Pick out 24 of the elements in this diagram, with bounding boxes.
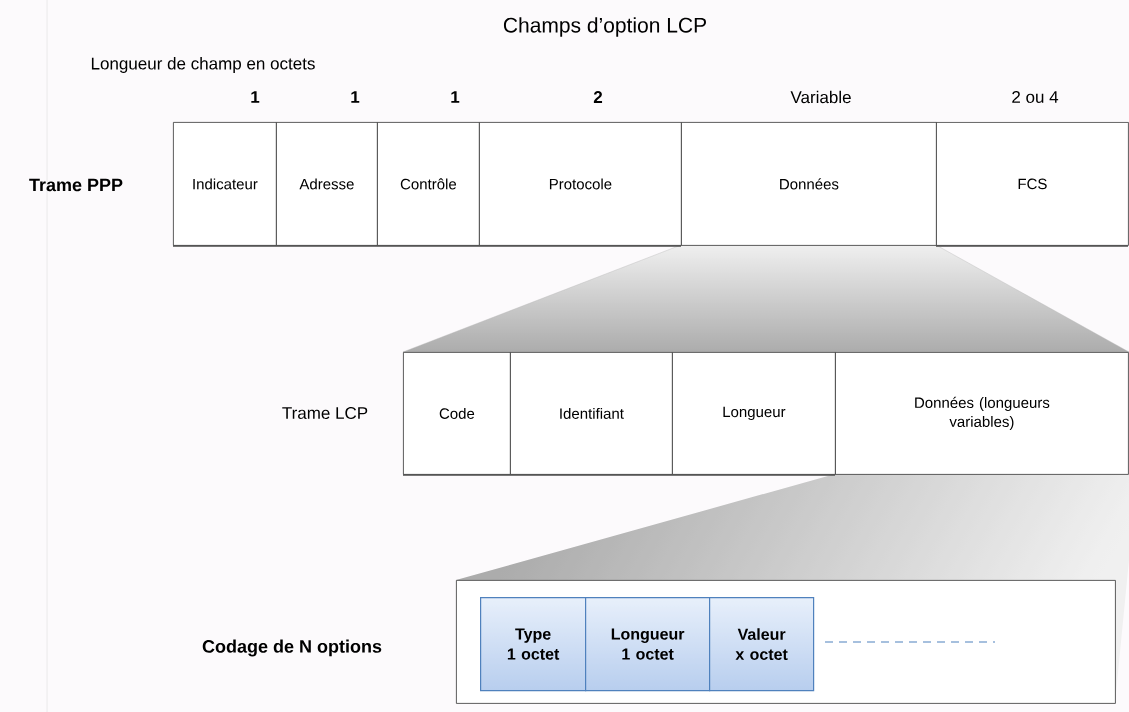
row-label: Codage de N options	[202, 639, 382, 657]
frame-field: Longueur	[672, 352, 836, 475]
title: Champs d’option LCP	[503, 17, 706, 37]
frame-field: Données	[681, 122, 937, 246]
length-label: 1	[251, 91, 260, 103]
length-label: Variable	[790, 90, 851, 104]
option-field: Valeur x octet	[709, 597, 815, 692]
frame-field: Identifiant	[510, 352, 673, 475]
frame-field: FCS	[936, 122, 1129, 246]
frame-field: Données (longueurs variables)	[835, 352, 1129, 475]
frame-field: Code	[403, 352, 511, 475]
length-label: 2 ou 4	[1012, 90, 1059, 103]
frame-field: Protocole	[479, 122, 682, 246]
frame-field: Contrôle	[377, 122, 480, 246]
length-label: 1	[451, 91, 460, 103]
frame-field: Adresse	[276, 122, 378, 246]
frame-field: Indicateur	[173, 122, 277, 246]
option-field: Longueur 1 octet	[585, 597, 711, 692]
row-label: Trame LCP	[282, 407, 368, 419]
length-label: 2	[593, 91, 603, 103]
option-field: Type 1 octet	[480, 597, 587, 692]
axis-heading: Longueur de champ en octets	[91, 57, 315, 73]
length-label: 1	[351, 91, 360, 103]
row-label: Trame PPP	[29, 178, 123, 192]
